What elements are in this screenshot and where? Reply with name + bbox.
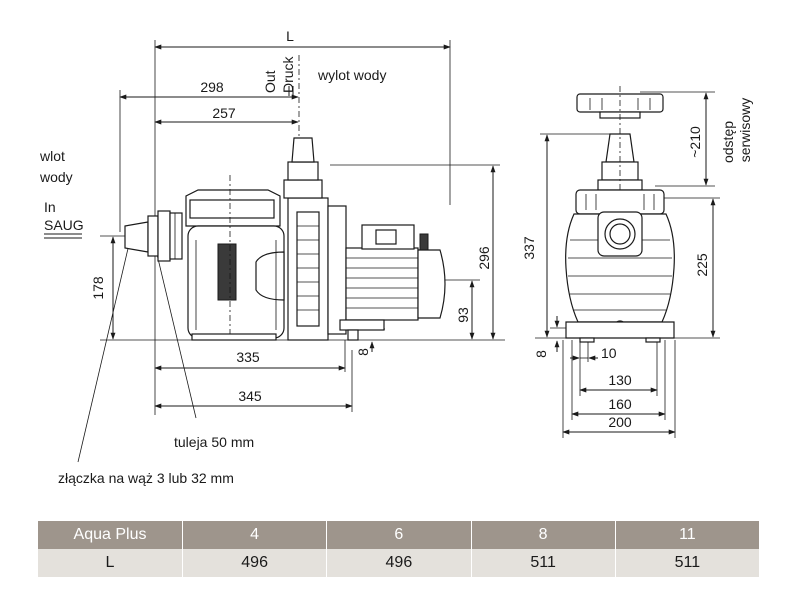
dimension-200: 200 bbox=[608, 414, 632, 430]
front-view: ~210 odstęp serwisowy 337 225 8 10 130 1… bbox=[521, 86, 753, 438]
dimension-257: 257 bbox=[212, 105, 236, 121]
dimension-335: 335 bbox=[236, 349, 260, 365]
dimension-130: 130 bbox=[608, 372, 632, 388]
dimension-337: 337 bbox=[521, 236, 537, 260]
dimension-296: 296 bbox=[476, 246, 492, 270]
header-cell: 6 bbox=[326, 521, 472, 549]
saug-label: SAUG bbox=[44, 217, 84, 233]
spec-table: Aqua Plus 4 6 8 11 L 496 496 511 511 bbox=[38, 521, 761, 577]
technical-drawing: L 298 257 Out Druck wylot wody wlot wody… bbox=[39, 28, 753, 486]
header-cell: 4 bbox=[182, 521, 328, 549]
out-label: Out bbox=[262, 70, 278, 93]
dimension-8-side: 8 bbox=[355, 348, 371, 356]
header-model: Aqua Plus bbox=[38, 521, 183, 549]
pump-front-drawing bbox=[565, 86, 675, 343]
side-view: L 298 257 Out Druck wylot wody wlot wody… bbox=[39, 28, 505, 486]
dimension-298: 298 bbox=[200, 79, 224, 95]
header-cell: 11 bbox=[615, 521, 761, 549]
dimension-178: 178 bbox=[90, 276, 106, 300]
table-row: L 496 496 511 511 bbox=[38, 549, 761, 577]
dimension-160: 160 bbox=[608, 396, 632, 412]
table-cell: 511 bbox=[615, 549, 761, 577]
dimension-345: 345 bbox=[238, 388, 262, 404]
in-label: In bbox=[44, 199, 56, 215]
service-label-line1: odstęp bbox=[720, 121, 736, 163]
row-label: L bbox=[38, 549, 183, 577]
table-cell: 496 bbox=[182, 549, 328, 577]
dimension-93: 93 bbox=[455, 307, 471, 323]
dimension-225: 225 bbox=[694, 253, 710, 277]
dimension-8-front: 8 bbox=[533, 350, 549, 358]
service-label-line2: serwisowy bbox=[737, 98, 753, 163]
outlet-label: wylot wody bbox=[317, 67, 386, 83]
dimension-210: ~210 bbox=[687, 126, 703, 158]
table-cell: 496 bbox=[326, 549, 472, 577]
druck-label: Druck bbox=[280, 55, 296, 93]
table-cell: 511 bbox=[471, 549, 616, 577]
pump-side-drawing bbox=[124, 137, 446, 341]
sleeve-label: tuleja 50 mm bbox=[174, 434, 254, 450]
header-cell: 8 bbox=[471, 521, 616, 549]
inlet-label-line2: wody bbox=[39, 169, 73, 185]
hose-label: złączka na wąż 3 lub 32 mm bbox=[58, 470, 234, 486]
inlet-label-line1: wlot bbox=[39, 148, 65, 164]
length-label: L bbox=[286, 28, 294, 44]
dimension-10: 10 bbox=[601, 345, 617, 361]
table-header-row: Aqua Plus 4 6 8 11 bbox=[38, 521, 761, 549]
